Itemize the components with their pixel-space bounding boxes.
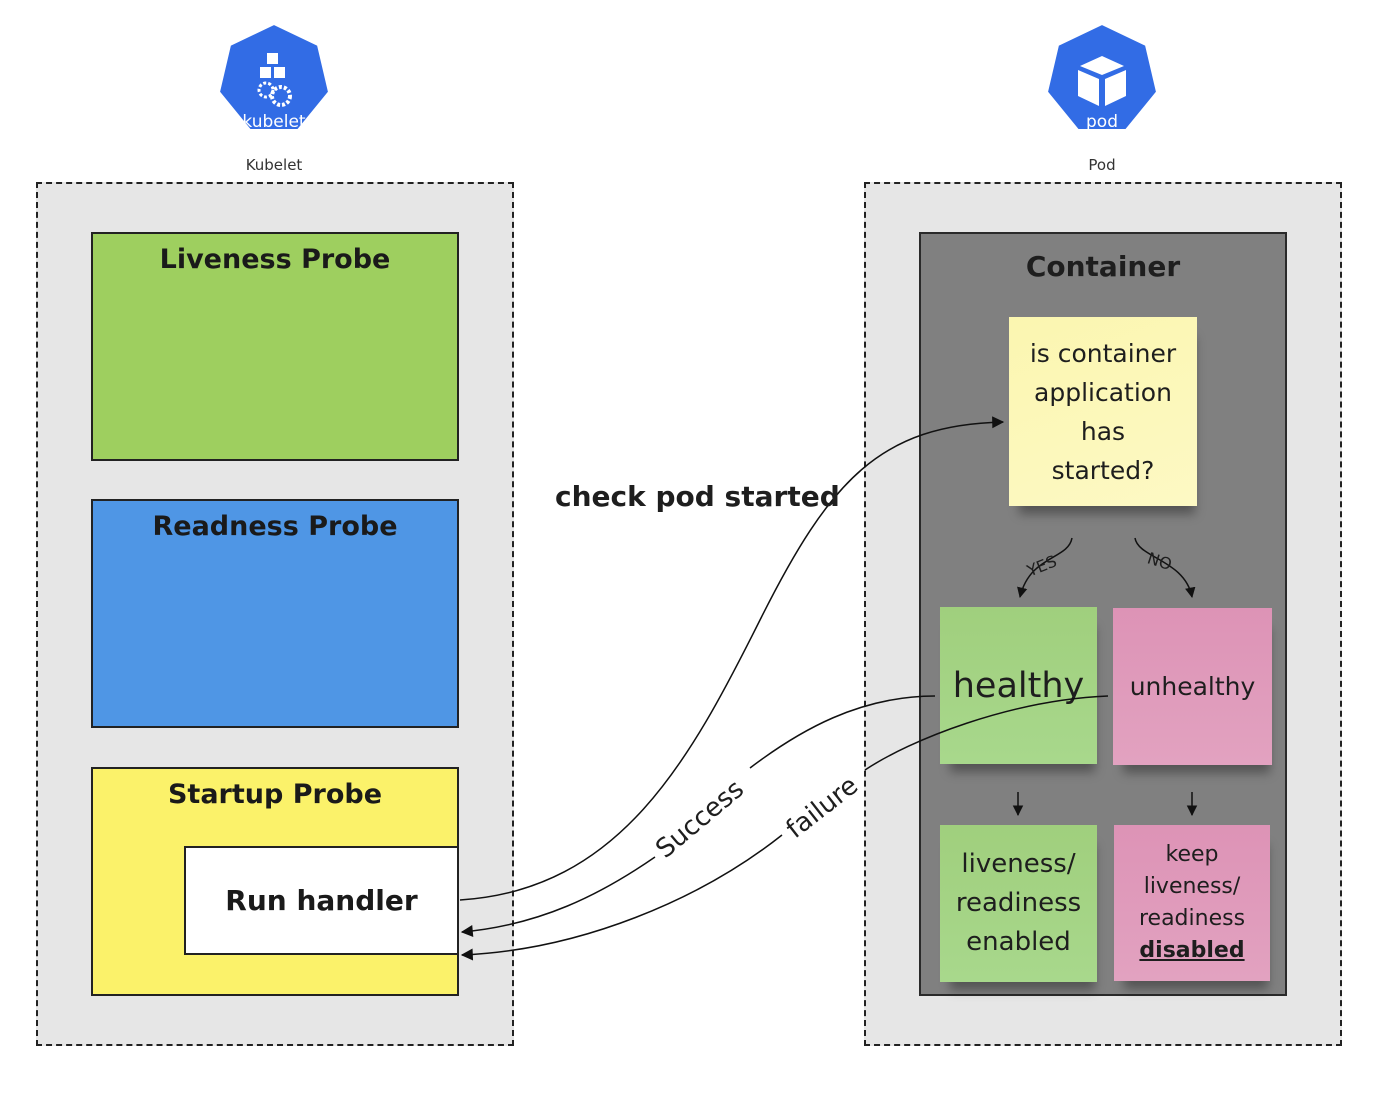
pod-icon: pod: [1042, 20, 1162, 140]
startup-probe-title: Startup Probe: [167, 779, 383, 810]
healthy-note: healthy: [940, 607, 1097, 764]
kubelet-icon: kubelet: [214, 20, 334, 140]
container-title: Container: [1025, 250, 1181, 283]
unhealthy-note: unhealthy: [1113, 608, 1272, 765]
svg-text:pod: pod: [1086, 112, 1118, 132]
failure-edge: [462, 695, 1109, 955]
kubelet-caption: Kubelet: [245, 156, 303, 174]
pod-caption: Pod: [1088, 156, 1116, 174]
svg-text:kubelet: kubelet: [242, 112, 306, 132]
check-pod-started-label: check pod started: [555, 480, 840, 513]
disabled-emphasis: disabled: [1139, 938, 1245, 963]
liveness-probe: Liveness Probe: [91, 232, 459, 461]
liveness-probe-title: Liveness Probe: [159, 244, 391, 275]
readiness-probe-title: Readness Probe: [152, 511, 398, 542]
yes-branch-arrow: [1017, 537, 1073, 599]
disabled-note: keep liveness/ readiness disabled: [1114, 825, 1270, 981]
no-branch-arrow: [1134, 537, 1196, 599]
success-edge: [462, 695, 936, 932]
run-handler: Run handler: [184, 846, 459, 955]
question-note: is container application has started?: [1009, 317, 1197, 506]
enabled-note: liveness/ readiness enabled: [940, 825, 1097, 982]
check-started-edge: [459, 416, 1005, 901]
readiness-probe: Readness Probe: [91, 499, 459, 728]
